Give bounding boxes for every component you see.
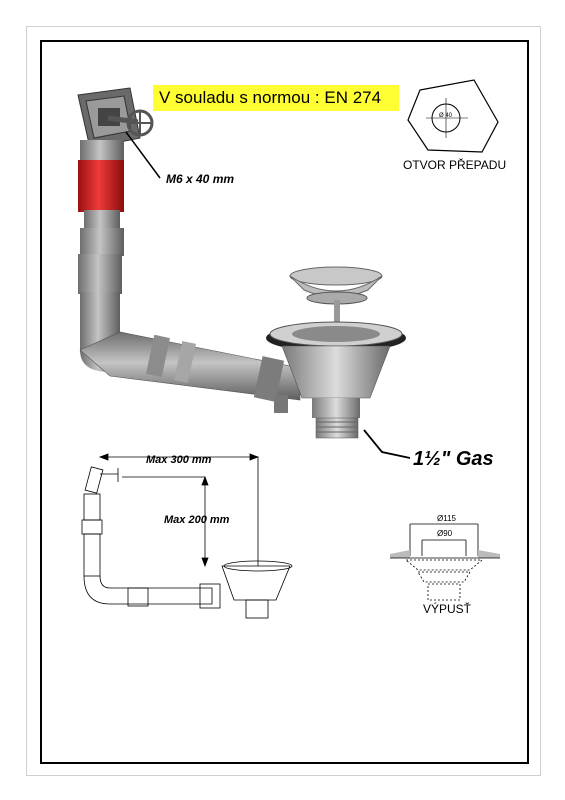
overflow-screw xyxy=(107,109,154,137)
outlet-label: VÝPUSŤ xyxy=(423,602,472,616)
overflow-hole-label: OTVOR PŘEPADU xyxy=(403,158,507,172)
overflow-dim-label: Ø 40 xyxy=(439,113,453,119)
max-vertical-label: Max 200 mm xyxy=(164,514,230,526)
overflow-hole-detail xyxy=(407,79,499,153)
screw-leader xyxy=(125,131,161,179)
connecting-pipe xyxy=(79,331,301,413)
outlet-section-detail xyxy=(390,523,500,601)
thread-leader xyxy=(363,429,411,459)
inner-diameter-label: Ø90 xyxy=(437,529,453,538)
thread-size-label: 1½" Gas xyxy=(413,448,494,471)
installation-schematic xyxy=(81,453,293,619)
red-sleeve xyxy=(78,160,124,212)
strainer-basket xyxy=(289,266,383,336)
sink-drain-body xyxy=(266,321,406,439)
thread-size-main: 1 xyxy=(413,448,425,470)
drawing-frame xyxy=(40,40,529,764)
standard-title: V souladu s normou : EN 274 xyxy=(159,88,382,107)
max-horizontal-label: Max 300 mm xyxy=(146,454,212,466)
standard-badge: V souladu s normou : EN 274 xyxy=(153,85,399,111)
thread-size-unit: " Gas xyxy=(440,448,494,470)
overflow-pipe xyxy=(78,140,124,372)
screw-size-label: M6 x 40 mm xyxy=(166,172,235,186)
outer-diameter-label: Ø115 xyxy=(437,514,456,523)
thread-size-fraction: ½ xyxy=(424,448,441,470)
